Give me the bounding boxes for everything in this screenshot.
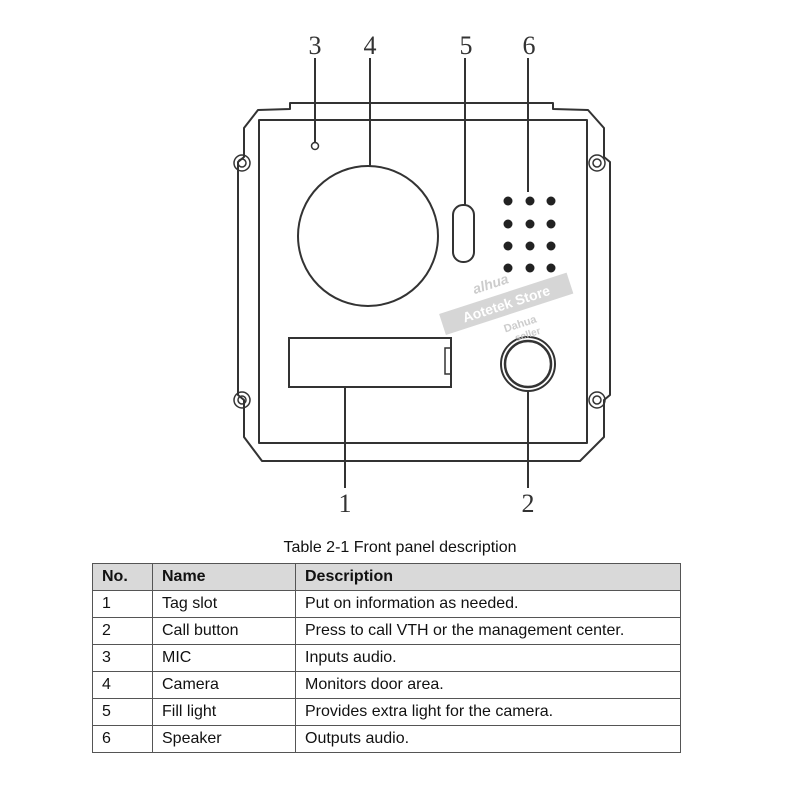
cell-description: Outputs audio. [295, 725, 681, 753]
table-row: 5 Fill light Provides extra light for th… [92, 698, 681, 726]
cell-name: MIC [152, 644, 296, 672]
cell-description: Press to call VTH or the management cent… [295, 617, 681, 645]
cell-name: Speaker [152, 725, 296, 753]
call-button [500, 336, 556, 392]
front-panel-table: No. Name Description 1 Tag slot Put on i… [92, 563, 681, 753]
cell-no: 3 [92, 644, 153, 672]
cell-no: 6 [92, 725, 153, 753]
table-row: 1 Tag slot Put on information as needed. [92, 590, 681, 618]
cell-description: Monitors door area. [295, 671, 681, 699]
header-description: Description [295, 563, 681, 591]
fill-light [452, 204, 475, 263]
cell-name: Tag slot [152, 590, 296, 618]
cell-name: Camera [152, 671, 296, 699]
speaker-grille [503, 196, 556, 273]
face-plate [258, 119, 588, 444]
table-caption: Table 2-1 Front panel description [283, 539, 517, 556]
cell-no: 2 [92, 617, 153, 645]
table-header-row: No. Name Description [92, 563, 681, 591]
camera-lens [297, 165, 439, 307]
cell-description: Put on information as needed. [295, 590, 681, 618]
cell-no: 1 [92, 590, 153, 618]
table-row: 2 Call button Press to call VTH or the m… [92, 617, 681, 645]
cell-name: Call button [152, 617, 296, 645]
tag-slot [288, 337, 452, 388]
cell-description: Inputs audio. [295, 644, 681, 672]
callout-4: 4 [364, 31, 377, 60]
table-row: 6 Speaker Outputs audio. [92, 725, 681, 753]
front-panel-diagram: 3 4 5 6 1 2 alhua Aotetek Store Dahua se… [233, 31, 611, 518]
leader-lines [314, 58, 529, 488]
header-name: Name [152, 563, 296, 591]
cell-no: 5 [92, 698, 153, 726]
table-row: 4 Camera Monitors door area. [92, 671, 681, 699]
cell-name: Fill light [152, 698, 296, 726]
table-row: 3 MIC Inputs audio. [92, 644, 681, 672]
callout-6: 6 [523, 31, 536, 60]
callout-1: 1 [339, 489, 352, 518]
cell-no: 4 [92, 671, 153, 699]
callout-5: 5 [460, 31, 473, 60]
mounting-holes [233, 154, 606, 409]
device-outline [237, 102, 611, 462]
mic-hole [310, 141, 320, 151]
header-no: No. [92, 563, 153, 591]
callout-3: 3 [309, 31, 322, 60]
cell-description: Provides extra light for the camera. [295, 698, 681, 726]
callout-2: 2 [522, 489, 535, 518]
